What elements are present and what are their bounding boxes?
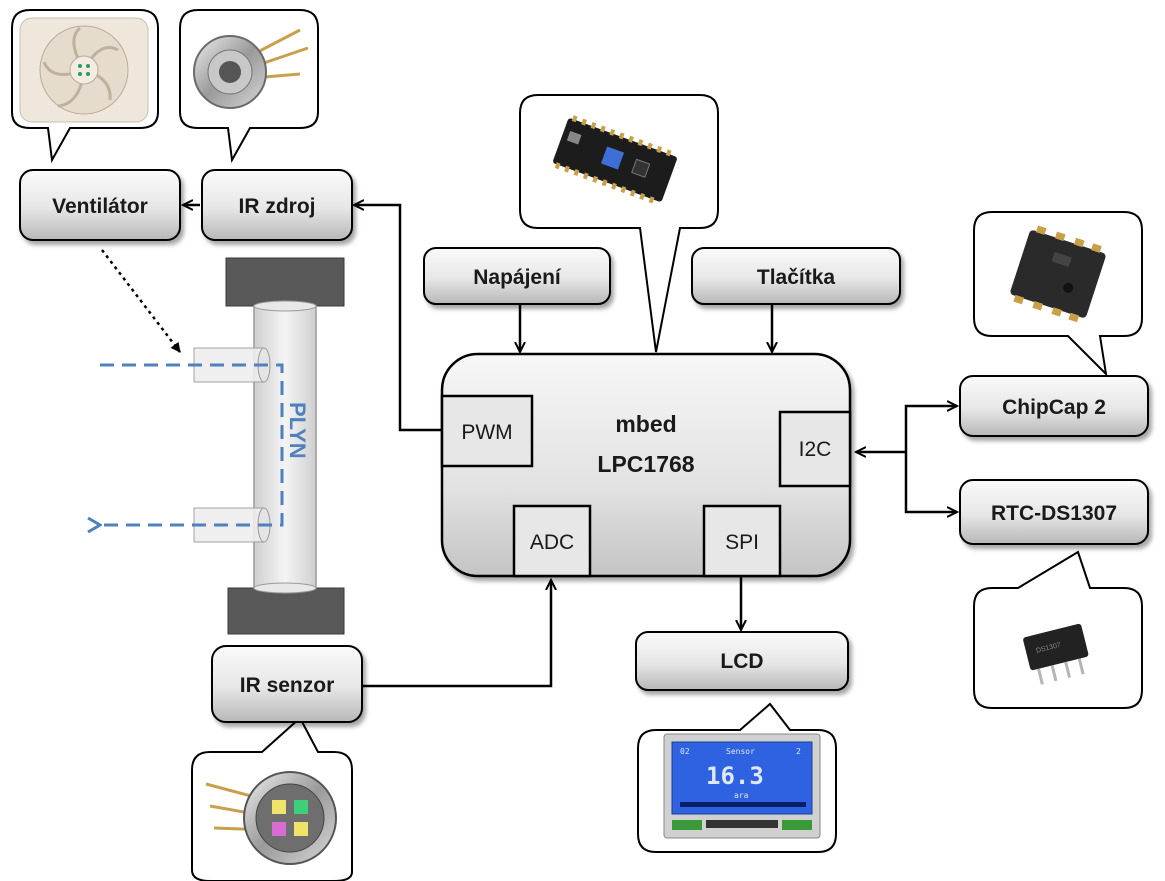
block-lcd-label: LCD <box>720 650 763 673</box>
port-adc <box>512 504 592 578</box>
rtc-chip-image: DS1307 <box>1023 623 1089 685</box>
lcd-screen-middle: Sensor <box>726 747 755 756</box>
rtc-callout: DS1307 <box>973 550 1143 709</box>
fan-airflow-arrow <box>101 249 181 353</box>
block-rtc <box>959 479 1149 545</box>
block-rtc-label: RTC-DS1307 <box>991 502 1117 525</box>
block-fan <box>19 169 181 241</box>
pwm-to-irsource-arrow <box>354 205 442 432</box>
lcd-module-image: 02 Sensor 2 16.3 ara <box>663 733 821 839</box>
port-spi-label: SPI <box>725 531 759 554</box>
gas-cuvette <box>193 257 345 635</box>
port-pwm <box>440 394 534 468</box>
port-i2c <box>778 410 852 488</box>
block-ir-sensor-label: IR senzor <box>240 674 335 697</box>
mcu-model: LPC1768 <box>597 451 694 477</box>
mbed-callout <box>519 94 719 353</box>
chipcap-sensor-image <box>1010 225 1106 323</box>
block-chipcap-label: ChipCap 2 <box>1002 396 1106 419</box>
i2c-to-chipcap-arrow <box>904 406 957 452</box>
tube-top-cap <box>225 257 345 307</box>
port-i2c-label: I2C <box>799 438 832 461</box>
i2c-to-rtc-arrow <box>904 452 957 512</box>
block-buttons-label: Tlačítka <box>757 266 836 289</box>
tube-bottom-cap <box>227 587 345 635</box>
ir-source-callout <box>179 9 319 164</box>
fan-image <box>19 17 149 123</box>
block-buttons <box>691 247 901 305</box>
gas-flow-path <box>100 363 284 525</box>
block-power-label: Napájení <box>473 266 562 289</box>
block-ir-source-label: IR zdroj <box>239 195 316 218</box>
block-ir-source <box>201 169 353 241</box>
mbed-board-image <box>553 115 677 204</box>
port-spi <box>702 504 782 578</box>
mcu-name: mbed <box>615 411 676 437</box>
gas-label: PLYN <box>285 402 310 459</box>
ir-sensor-callout <box>191 716 353 881</box>
block-ir-sensor <box>211 645 363 723</box>
lcd-screen-left: 02 <box>680 747 690 756</box>
fan-callout <box>11 9 159 164</box>
lcd-screen-unit: ara <box>734 791 749 800</box>
chipcap-callout <box>973 211 1143 377</box>
lcd-screen-value: 16.3 <box>706 762 764 790</box>
block-lcd <box>635 631 849 691</box>
lcd-callout: 02 Sensor 2 16.3 ara <box>637 702 837 853</box>
ir-lamp-image <box>193 28 309 109</box>
block-power <box>423 247 611 305</box>
irsensor-to-adc-arrow <box>362 580 551 688</box>
port-adc-label: ADC <box>530 531 574 554</box>
lcd-screen-right: 2 <box>796 747 801 756</box>
gas-inlet-port <box>193 347 265 383</box>
port-pwm-label: PWM <box>461 421 512 444</box>
ir-sensor-image <box>205 771 337 865</box>
block-fan-label: Ventilátor <box>52 195 148 218</box>
block-chipcap <box>959 375 1149 437</box>
